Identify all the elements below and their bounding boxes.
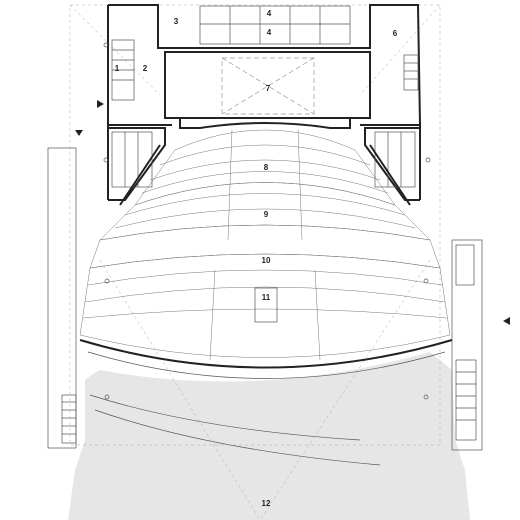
room-label-11: 11 xyxy=(262,293,271,302)
room-label-9: 9 xyxy=(264,210,269,219)
left-wing xyxy=(108,127,166,201)
room-6-stair xyxy=(403,54,419,91)
service-rooms xyxy=(199,5,351,45)
entrance-arrow-icon xyxy=(503,317,510,325)
column-marker xyxy=(103,42,109,48)
site-diagonal-2 xyxy=(359,4,441,96)
proscenium xyxy=(179,118,351,129)
right-ramp xyxy=(455,244,475,286)
room-label-6: 6 xyxy=(393,29,398,38)
room-label-1: 1 xyxy=(115,64,120,73)
room-label-12: 12 xyxy=(262,499,271,508)
forecourt-curve-1 xyxy=(89,394,361,441)
entrance-arrow-icon xyxy=(97,100,104,108)
room-label-3: 3 xyxy=(174,17,179,26)
column-marker xyxy=(104,394,110,400)
auditorium-inner-wall xyxy=(119,144,411,206)
left-walkway xyxy=(47,147,77,449)
column-marker xyxy=(423,394,429,400)
site-boundary xyxy=(69,4,441,446)
left-stair xyxy=(61,394,77,444)
room-label-4b: 4 xyxy=(267,28,272,37)
forecourt-area xyxy=(68,352,470,520)
stage xyxy=(164,51,371,119)
right-stair xyxy=(455,359,477,441)
stage-fly-area xyxy=(221,57,315,115)
room-label-10: 10 xyxy=(262,256,271,265)
right-walkway xyxy=(451,239,483,451)
column-marker xyxy=(104,278,110,284)
room-label-8: 8 xyxy=(264,163,269,172)
room-label-2: 2 xyxy=(143,64,148,73)
site-diagonal-4 xyxy=(259,259,431,520)
column-marker xyxy=(423,278,429,284)
column-marker xyxy=(425,157,431,163)
control-booth xyxy=(254,287,278,323)
room-label-7: 7 xyxy=(266,84,271,93)
column-marker xyxy=(103,157,109,163)
backstage-outline xyxy=(107,4,422,126)
right-wing xyxy=(364,127,420,201)
front-wall xyxy=(79,339,453,369)
forecourt-curve-2 xyxy=(94,409,381,466)
entrance-arrow-icon xyxy=(75,130,83,136)
room-label-4a: 4 xyxy=(267,9,272,18)
site-diagonal-3 xyxy=(99,259,261,520)
seating-rear xyxy=(79,253,451,358)
